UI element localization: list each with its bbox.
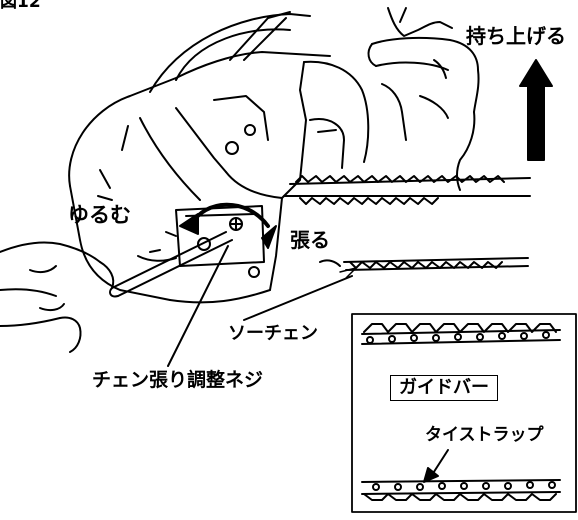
- saw-chain-label: ソーチェン: [228, 323, 318, 344]
- lifting-hand: [367, 7, 480, 191]
- guide-bar-drawing: [283, 175, 531, 205]
- screwdriver-hand: [0, 231, 233, 353]
- adjust-direction-arrow: [179, 202, 277, 249]
- inset-box: [351, 313, 577, 513]
- adjusting-screw-icon: [229, 217, 243, 231]
- tie-strap-label: タイストラップ: [425, 425, 544, 445]
- figure-number: 図12: [0, 0, 41, 12]
- adjusting-screw-label: チェン張り調整ネジ: [92, 369, 264, 391]
- guide-bar-label: ガイドバー: [390, 375, 498, 401]
- chain-strand: [319, 257, 529, 271]
- lift-arrow: [519, 59, 553, 161]
- screw-leader: [167, 245, 229, 367]
- lift-label: 持ち上げる: [466, 24, 566, 48]
- tighten-label: 張る: [290, 228, 330, 252]
- saw-chain-leader: [243, 275, 353, 321]
- loosen-label: ゆるむ: [68, 203, 131, 227]
- chainsaw-body: [68, 11, 370, 304]
